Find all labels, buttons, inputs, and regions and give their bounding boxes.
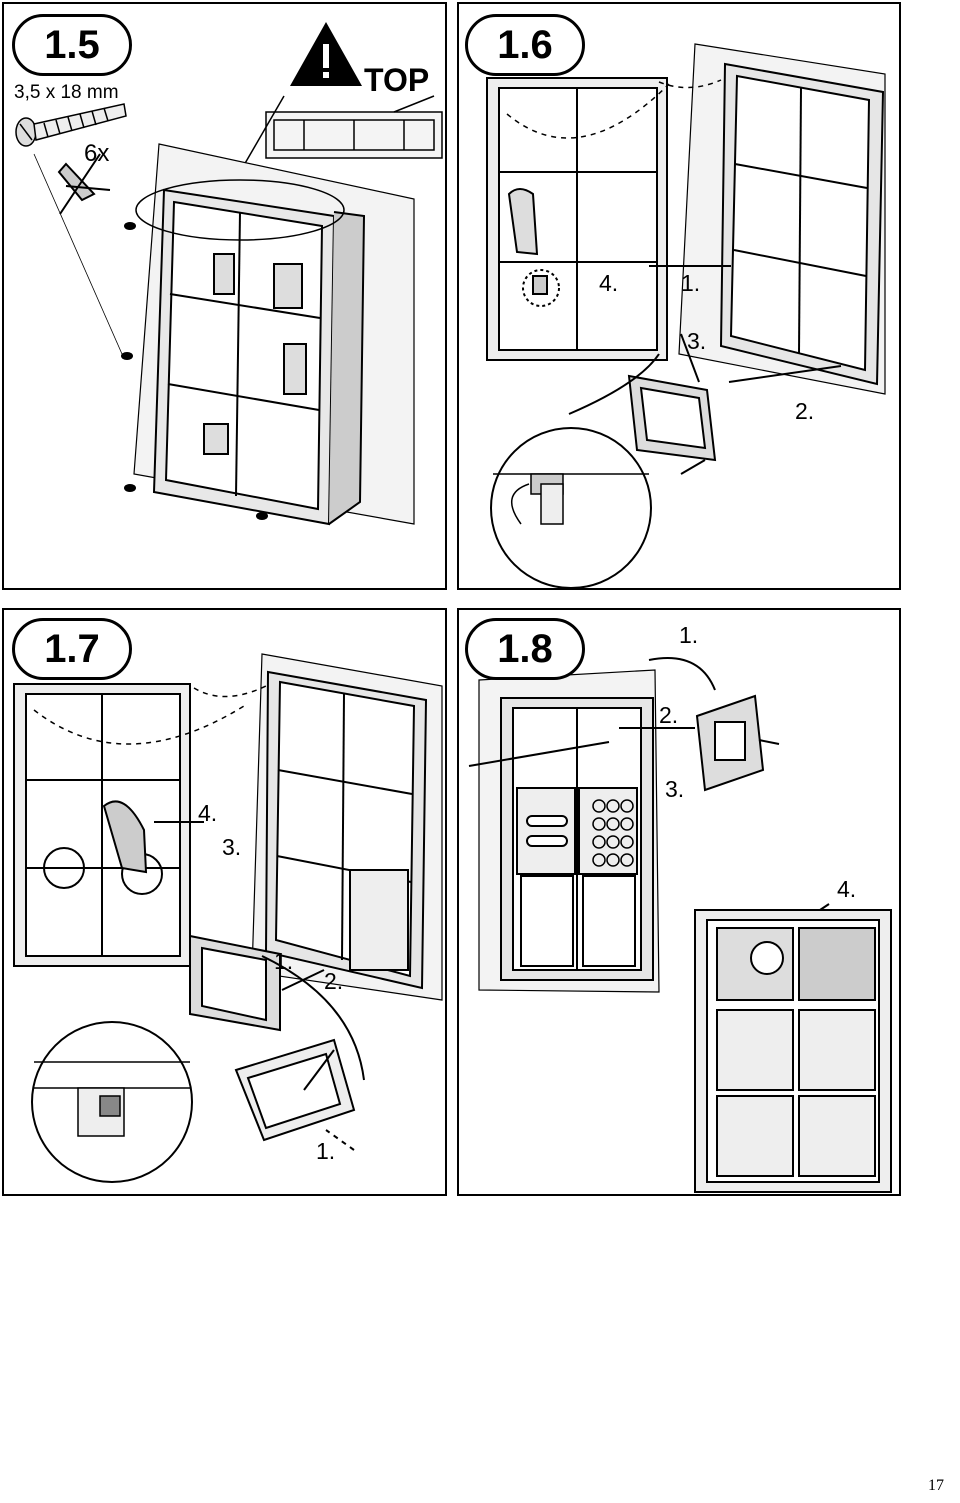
callout-3: 3. <box>665 776 685 802</box>
callout-4: 4. <box>198 800 218 826</box>
callout-2: 2. <box>795 398 815 424</box>
panel-step-1-6: 1.6 4. 1. 3. 2. <box>457 2 901 590</box>
screw-positions <box>121 222 268 520</box>
arrows <box>568 265 842 475</box>
display-module <box>627 333 717 462</box>
screw-size-label: 3,5 x 18 mm <box>14 82 119 103</box>
circuit-board <box>234 1038 356 1142</box>
module-connect-illustration <box>13 653 443 1183</box>
display-module <box>189 934 281 1032</box>
callout-1-bottom: 1. <box>316 1138 336 1164</box>
panel-step-1-8: 1.8 1. 2. 3. 4. <box>457 608 901 1196</box>
detail-magnifier <box>490 427 652 588</box>
arrows <box>154 821 365 1151</box>
top-label: TOP <box>364 62 430 98</box>
top-highlight-ellipse <box>135 179 345 241</box>
screw-icon <box>15 103 127 147</box>
step-badge: 1.7 <box>12 618 132 680</box>
rear-frame-view <box>694 909 892 1193</box>
front-frame <box>13 683 191 967</box>
callout-1: 1. <box>274 948 294 974</box>
callout-4: 4. <box>837 876 857 902</box>
mounted-frame <box>719 62 885 386</box>
callout-3: 3. <box>687 328 707 354</box>
mounted-frame <box>264 670 428 990</box>
step-badge: 1.5 <box>12 14 132 76</box>
module-install-illustration <box>486 43 886 588</box>
no-hammer-icon <box>57 153 111 215</box>
callout-1: 1. <box>679 622 699 648</box>
front-frame <box>500 697 654 981</box>
quantity-label: 6x <box>84 140 110 167</box>
step-badge: 1.8 <box>465 618 585 680</box>
mounting-frame <box>152 188 366 526</box>
panel-assembly-illustration <box>468 657 892 1193</box>
callout-2: 2. <box>324 968 344 994</box>
frame-mounting-illustration <box>15 22 443 526</box>
callout-4: 4. <box>599 270 619 296</box>
page-number: 17 <box>928 1477 944 1494</box>
front-frame <box>486 77 668 361</box>
warning-icon <box>290 22 362 86</box>
panel-step-1-7: 1.7 4. 3. 1. 2. 1. <box>2 608 447 1196</box>
panel-step-1-5: 1.5 3,5 x 18 mm 6x TOP <box>2 2 447 590</box>
keypad-buttons <box>592 799 634 867</box>
step-badge: 1.6 <box>465 14 585 76</box>
callout-1: 1. <box>681 270 701 296</box>
callout-2: 2. <box>659 702 679 728</box>
callout-3: 3. <box>222 834 242 860</box>
speaker-module <box>695 694 765 792</box>
frame-top-detail <box>239 95 443 173</box>
